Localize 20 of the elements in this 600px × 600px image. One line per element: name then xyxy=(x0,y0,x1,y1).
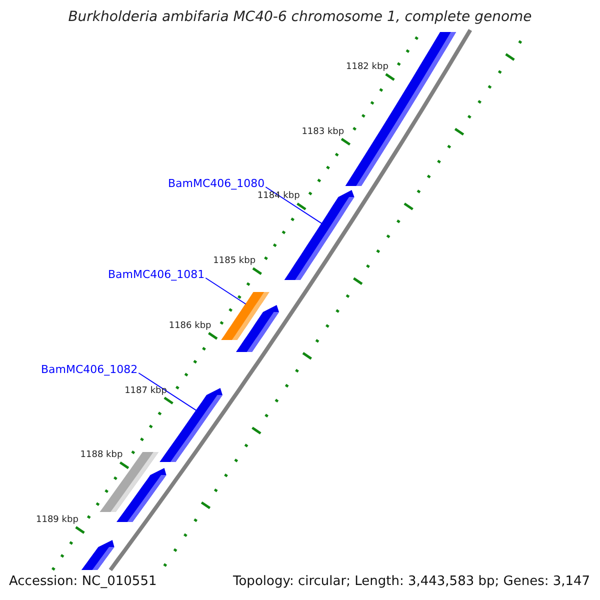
gene-label: BamMC406_1080 xyxy=(168,178,265,189)
leader-line xyxy=(138,372,198,412)
scale-label: 1186 kbp xyxy=(168,322,212,331)
gene-label: BamMC406_1081 xyxy=(108,269,205,280)
scale-label: 1189 kbp xyxy=(36,516,78,525)
gene-label: BamMC406_1082 xyxy=(41,364,138,375)
gene-bar xyxy=(345,32,456,186)
topology-note: Topology: circular; Length: 3,443,583 bp; Genes: 3,147 xyxy=(233,575,590,588)
scale-label: 1184 kbp xyxy=(257,192,300,202)
scale-label: 1188 kbp xyxy=(80,451,123,460)
scale-label: 1182 kbp xyxy=(346,63,388,72)
accession-note: Accession: NC_010551 xyxy=(9,575,157,588)
title: Burkholderia ambifaria MC40-6 chromosome 1, complete genome xyxy=(68,10,532,24)
gene-feature xyxy=(81,540,114,570)
leader-line xyxy=(265,186,322,224)
gene-feature xyxy=(116,468,166,522)
gene-feature xyxy=(284,190,354,280)
gene-feature xyxy=(236,305,279,352)
scale-label: 1185 kbp xyxy=(213,257,256,266)
scale-label: 1187 kbp xyxy=(124,386,167,396)
